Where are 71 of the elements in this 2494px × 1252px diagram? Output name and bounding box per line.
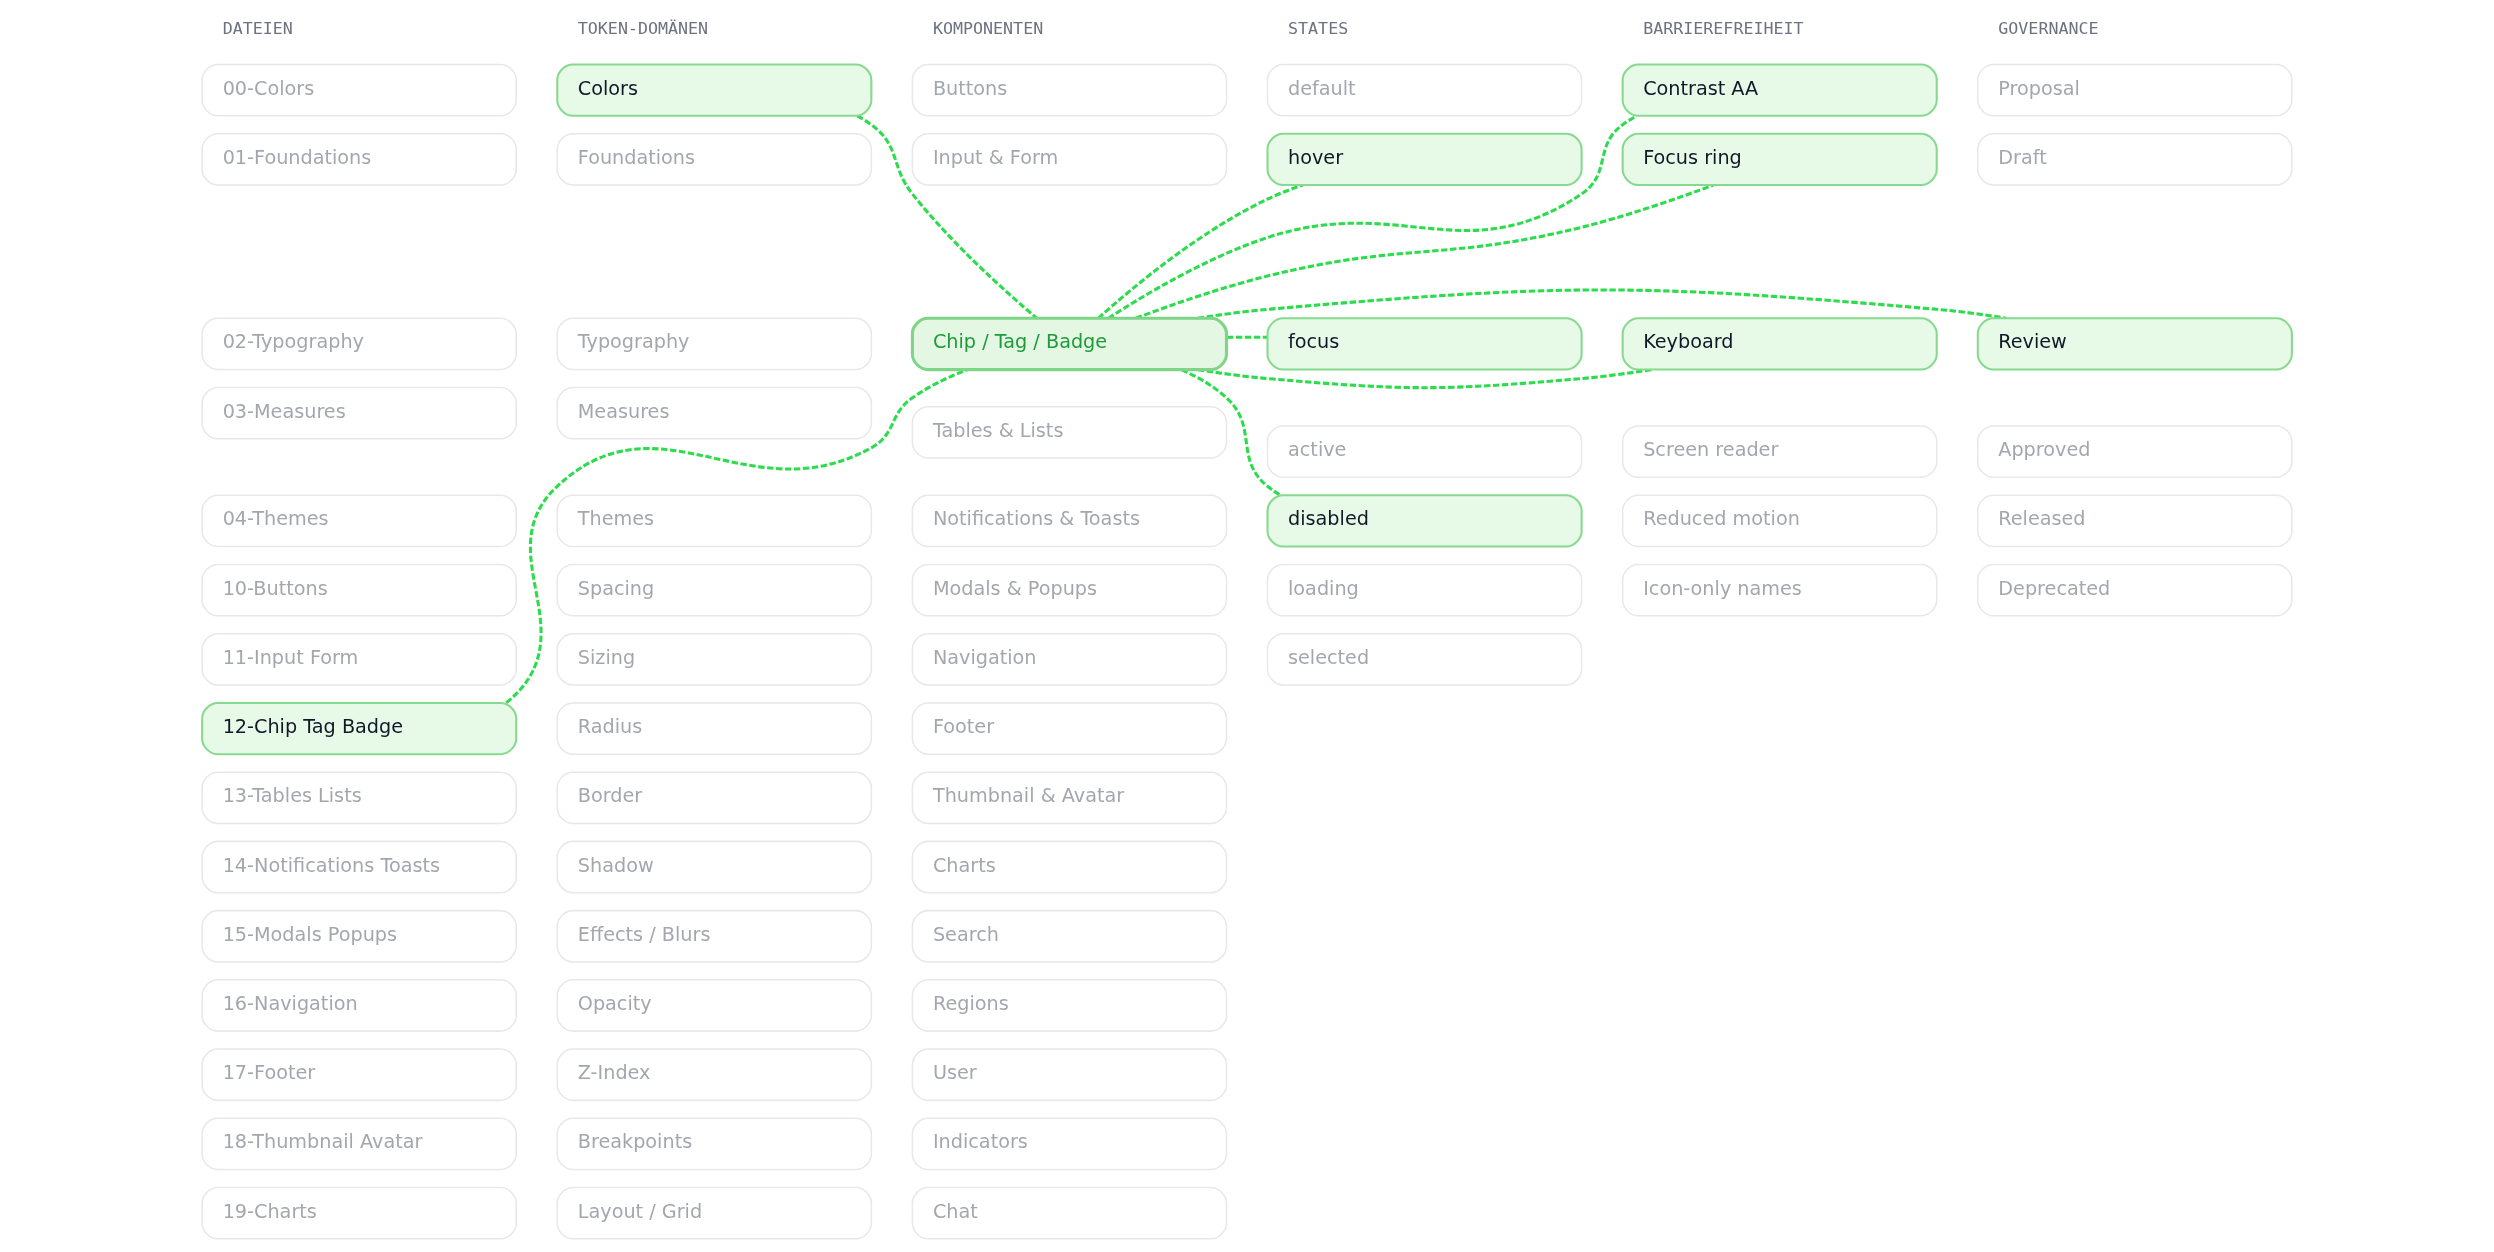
node-box: Draft bbox=[1977, 132, 2293, 186]
node-box: Notifications & Toasts bbox=[911, 494, 1228, 548]
node-box: 16-Navigation bbox=[201, 979, 517, 1032]
node-box: Radius bbox=[556, 702, 873, 755]
node-box: Chip / Tag / Badge bbox=[910, 316, 1229, 372]
node-box: 04-Themes bbox=[201, 494, 517, 548]
node-box: default bbox=[1266, 63, 1583, 117]
node-box: Input & Form bbox=[911, 132, 1228, 186]
node-box: Foundations bbox=[556, 132, 873, 186]
node-box: Keyboard bbox=[1621, 317, 1938, 371]
node-box: disabled bbox=[1266, 494, 1583, 548]
node-box: Contrast AA bbox=[1621, 63, 1938, 117]
node-box: Deprecated bbox=[1977, 563, 2293, 617]
node-box: hover bbox=[1266, 132, 1583, 186]
node-box: Reduced motion bbox=[1621, 494, 1938, 548]
node-box: 11-Input Form bbox=[201, 632, 517, 686]
label: DATEIEN bbox=[222, 19, 293, 39]
node-box: Spacing bbox=[556, 563, 873, 617]
node-box: selected bbox=[1266, 632, 1583, 686]
node-box: Tables & Lists bbox=[911, 406, 1228, 459]
node-box: Thumbnail & Avatar bbox=[911, 771, 1228, 825]
node-box: Colors bbox=[556, 63, 873, 117]
node-box: Shadow bbox=[556, 840, 873, 894]
connector bbox=[1226, 335, 1268, 339]
node-box: Review bbox=[1976, 317, 2293, 371]
node-box: Measures bbox=[556, 386, 873, 440]
node-box: active bbox=[1266, 425, 1583, 479]
node-box: 18-Thumbnail Avatar bbox=[201, 1117, 517, 1171]
node-box: Buttons bbox=[911, 63, 1228, 117]
label: KOMPONENTEN bbox=[932, 19, 1044, 39]
node-box: 15-Modals Popups bbox=[201, 909, 517, 963]
node-box: Screen reader bbox=[1621, 425, 1938, 479]
node-box: 14-Notifications Toasts bbox=[201, 840, 517, 894]
node-box: 01-Foundations bbox=[201, 132, 517, 186]
node-box: Typography bbox=[556, 317, 873, 371]
node-box: Focus ring bbox=[1621, 132, 1938, 186]
node-box: 03-Measures bbox=[201, 386, 517, 440]
node-box: Sizing bbox=[556, 632, 873, 686]
label: TOKEN-DOMÄNEN bbox=[577, 19, 709, 39]
node-box: 02-Typography bbox=[201, 317, 517, 371]
node-box: 17-Footer bbox=[201, 1048, 517, 1102]
node-box: Opacity bbox=[556, 979, 873, 1032]
node-box: Released bbox=[1977, 494, 2293, 548]
node-box: Themes bbox=[556, 494, 873, 548]
node-box: 10-Buttons bbox=[201, 563, 517, 617]
node-box: 13-Tables Lists bbox=[201, 771, 517, 825]
node-box: User bbox=[911, 1048, 1228, 1102]
node-box: Navigation bbox=[911, 632, 1228, 686]
node-box: 12-Chip Tag Badge bbox=[201, 701, 518, 756]
node-box: Regions bbox=[911, 979, 1228, 1032]
node-box: Proposal bbox=[1977, 63, 2293, 117]
node-box: Breakpoints bbox=[556, 1117, 873, 1171]
node-box: Z-Index bbox=[556, 1048, 873, 1102]
node-box: Chat bbox=[911, 1186, 1228, 1240]
node-box: Search bbox=[911, 909, 1228, 963]
node-box: Approved bbox=[1977, 425, 2293, 479]
node-box: Layout / Grid bbox=[556, 1186, 873, 1240]
node-box: Modals & Popups bbox=[911, 563, 1228, 617]
node-box: Indicators bbox=[911, 1117, 1228, 1171]
node-box: loading bbox=[1266, 563, 1583, 617]
node-box: Icon-only names bbox=[1621, 563, 1938, 617]
label: GOVERNANCE bbox=[1998, 19, 2099, 39]
node-box: focus bbox=[1266, 317, 1583, 371]
label: BARRIEREFREIHEIT bbox=[1643, 19, 1804, 39]
node-box: Charts bbox=[911, 840, 1228, 894]
node-box: 00-Colors bbox=[201, 63, 517, 117]
node-box: 19-Charts bbox=[201, 1186, 517, 1240]
node-box: Effects / Blurs bbox=[556, 909, 873, 963]
node-box: Footer bbox=[911, 702, 1228, 755]
label: STATES bbox=[1288, 19, 1349, 39]
node-box: Border bbox=[556, 771, 873, 825]
